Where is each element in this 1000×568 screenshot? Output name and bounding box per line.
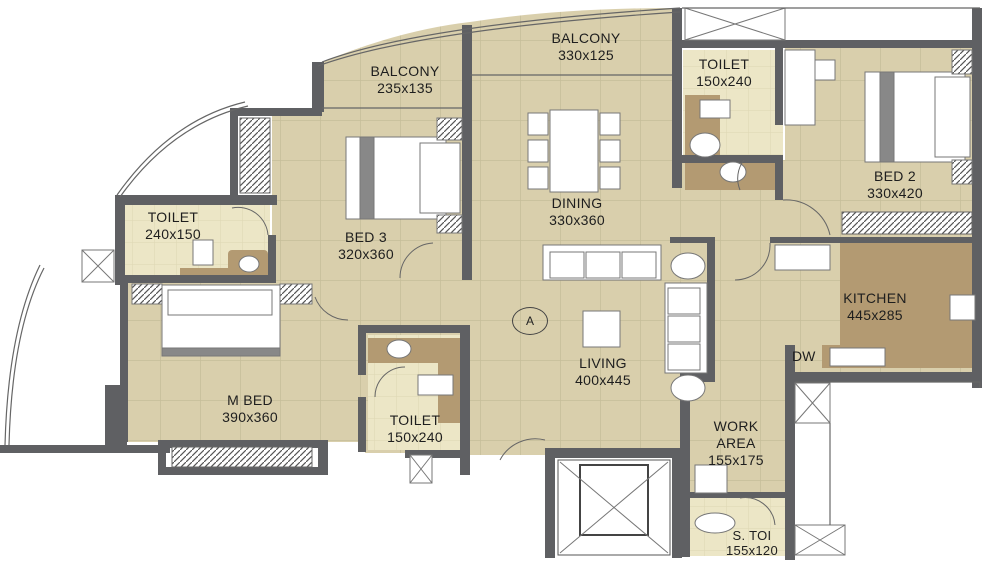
room-label-work-area: WORK AREA 155x175 [701,418,771,469]
room-name: BED 3 [345,229,387,245]
room-label-bed-2: BED 2 330x420 [867,168,923,202]
room-dims: 155x175 [708,452,764,468]
room-label-toilet-mbed: TOILET 150x240 [387,412,443,446]
room-dims: 320x360 [338,246,394,262]
room-name: S. TOI [732,528,772,543]
room-dims: 330x125 [558,47,614,63]
room-name: TOILET [698,56,750,72]
room-label-balcony-1: BALCONY 235x135 [370,63,439,97]
room-name: BALCONY [551,30,621,46]
room-name: WORK AREA [713,418,759,451]
room-name: M BED [227,392,273,408]
room-name: BED 2 [874,168,916,184]
room-dims: 445x285 [847,307,903,323]
room-label-m-bed: M BED 390x360 [222,392,278,426]
room-label-bed-3: BED 3 320x360 [338,229,394,263]
lift-shaft [557,459,671,556]
room-label-dining: DINING 330x360 [549,195,605,229]
room-name: TOILET [389,412,441,428]
room-name: KITCHEN [843,290,907,306]
room-dims: 330x360 [549,212,605,228]
wardrobes [171,117,973,468]
room-label-toilet-bed2: TOILET 150x240 [696,56,752,90]
room-dims: 390x360 [222,409,278,425]
furniture [131,49,976,534]
room-name: DINING [551,195,603,211]
ducts [81,7,846,556]
walls [0,8,982,560]
room-label-living: LIVING 400x445 [575,355,631,389]
room-label-servant-toilet: S. TOI 155x120 [726,528,778,558]
room-dims: 240x150 [145,226,201,242]
room-dims: 155x120 [726,543,778,558]
room-dims: 330x420 [867,185,923,201]
room-name: LIVING [579,355,627,371]
room-name: BALCONY [370,63,440,79]
room-dims: 400x445 [575,372,631,388]
room-label-kitchen: KITCHEN 445x285 [843,290,907,324]
room-dims: 150x240 [387,429,443,445]
section-marker: A [512,307,548,335]
glazing [4,7,981,525]
room-label-toilet-bed3: TOILET 240x150 [145,209,201,243]
room-dims: 235x135 [377,80,433,96]
room-label-balcony-2: BALCONY 330x125 [551,30,620,64]
dishwasher-label: DW [792,348,816,364]
doors [231,159,831,526]
room-name: TOILET [147,209,199,225]
room-dims: 150x240 [696,73,752,89]
